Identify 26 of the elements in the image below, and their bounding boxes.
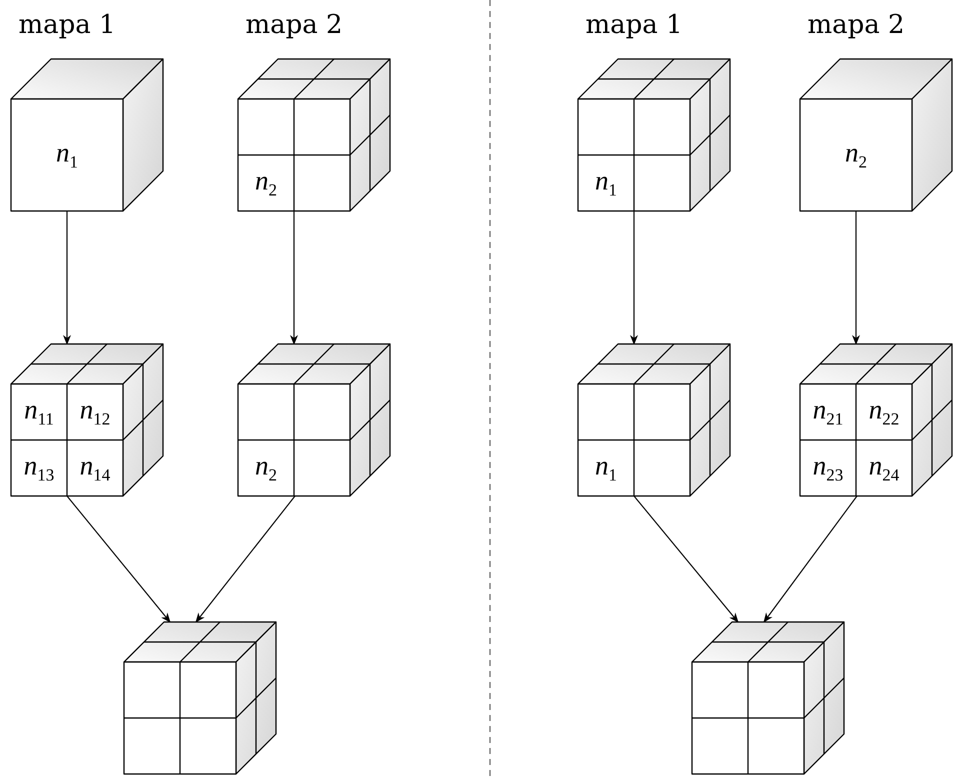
- arrow: [852, 211, 860, 345]
- arrow: [290, 211, 298, 345]
- arrow: [63, 211, 71, 345]
- arrow: [66, 496, 171, 623]
- arrow: [763, 496, 858, 623]
- variable-label: n$_{24}$: [868, 452, 900, 484]
- map-heading: mapa 1: [17, 9, 117, 42]
- map-heading: mapa 2: [806, 9, 906, 42]
- variable-label: n$_{12}$: [80, 396, 110, 428]
- variable-label: n$_{23}$: [812, 452, 844, 484]
- variable-label: n$_{1}$: [56, 139, 78, 171]
- variable-label: n$_{13}$: [24, 452, 54, 484]
- variable-label: n$_{2}$: [255, 167, 277, 199]
- map-heading: mapa 2: [244, 9, 344, 42]
- variable-label: n$_{11}$: [24, 396, 54, 428]
- variable-label: n$_{2}$: [845, 139, 867, 171]
- arrow: [634, 496, 739, 623]
- variable-label: n$_{21}$: [812, 396, 844, 428]
- variable-label: n$_{2}$: [255, 452, 277, 484]
- arrow: [195, 496, 296, 623]
- map-heading: mapa 1: [584, 9, 684, 42]
- variable-label: n$_{1}$: [595, 167, 617, 199]
- variable-label: n$_{14}$: [80, 452, 110, 484]
- arrow: [630, 211, 638, 345]
- variable-label: n$_{22}$: [868, 396, 900, 428]
- variable-label: n$_{1}$: [595, 452, 617, 484]
